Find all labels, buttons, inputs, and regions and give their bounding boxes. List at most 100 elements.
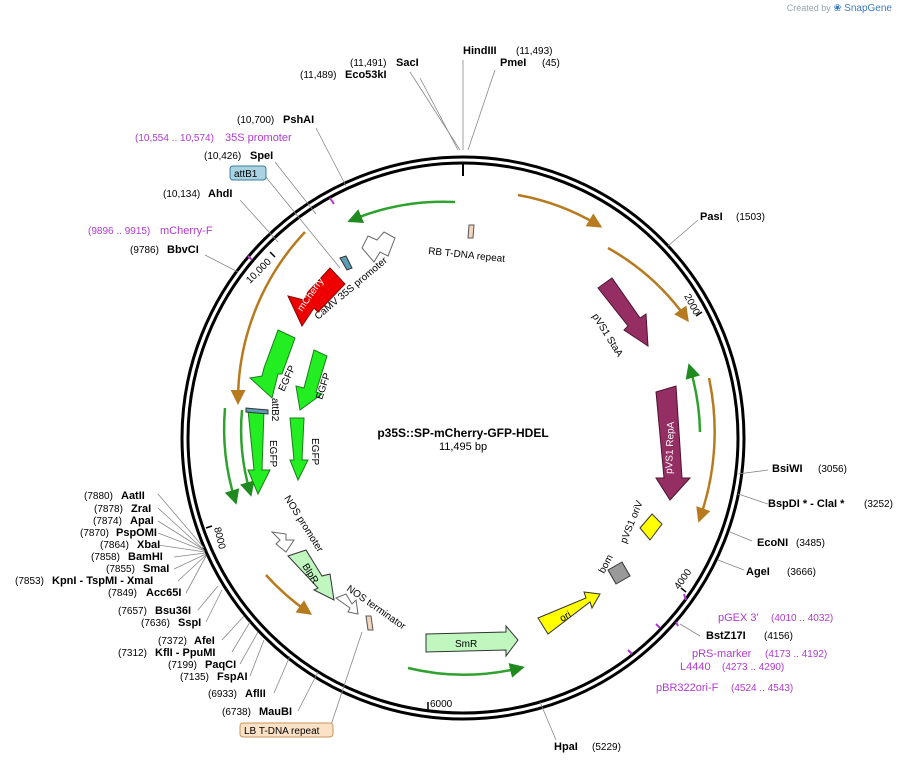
egfp-feature-1[interactable] <box>248 329 296 399</box>
tick-mark-10000 <box>269 251 276 258</box>
attb2-feature[interactable] <box>245 407 269 415</box>
primer-marks <box>247 197 687 655</box>
enzyme-name-hindIII[interactable]: HindIII <box>463 45 497 57</box>
lb-tdna-repeat-feature[interactable] <box>365 615 374 631</box>
ori-label: ori <box>558 610 573 625</box>
tick-label-8000: 8000 <box>211 526 227 551</box>
enzyme-name-acc65I[interactable]: Acc65I <box>146 587 181 599</box>
enzyme-name-pspOMI[interactable]: PspOMI <box>116 527 157 539</box>
enzyme-name-apaI[interactable]: ApaI <box>130 515 154 527</box>
rb-tdna-repeat-feature[interactable] <box>467 224 475 239</box>
egfp-feature-4[interactable] <box>289 417 309 482</box>
enzyme-name-ageI[interactable]: AgeI <box>746 566 770 578</box>
enzyme-pos-bsu36I: (7657) <box>118 606 147 617</box>
primer-name-pgex[interactable]: pGEX 3' <box>718 612 759 624</box>
enzyme-pos-apaI: (7874) <box>93 516 122 527</box>
primer-range-prs-marker: (4173 .. 4192) <box>765 649 827 660</box>
primer-mark-mcherry-f <box>247 255 253 261</box>
primer-name-mcherry-f[interactable]: mCherry-F <box>160 225 213 237</box>
enzyme-name-afeI[interactable]: AfeI <box>194 635 215 647</box>
bom-feature[interactable] <box>607 561 631 585</box>
tick-mark-2000 <box>695 311 703 317</box>
enzyme-pos-kpnI-group: (7853) <box>15 576 44 587</box>
enzyme-name-zraI[interactable]: ZraI <box>131 503 151 515</box>
backbone-outer <box>180 155 746 721</box>
attb2-feature-top[interactable] <box>339 255 353 271</box>
enzyme-name-ahdI[interactable]: AhdI <box>208 188 232 200</box>
enzyme-name-bspDI-claI[interactable]: BspDI * - ClaI * <box>768 498 845 510</box>
enzyme-name-aflII[interactable]: AflII <box>245 688 266 700</box>
nos-terminator-arrow[interactable] <box>334 593 359 615</box>
primer-name-prs-marker[interactable]: pRS-marker <box>692 648 752 660</box>
enzyme-pos-pmeI: (45) <box>542 58 560 69</box>
primer-name-35s[interactable]: 35S promoter <box>225 132 292 144</box>
ori-feature[interactable] <box>537 591 601 635</box>
backbone-inner <box>186 161 740 715</box>
enzyme-name-bsu36I[interactable]: Bsu36I <box>155 605 191 617</box>
attb1-feature-box[interactable] <box>229 165 267 181</box>
enzyme-pos-paqCI: (7199) <box>168 660 197 671</box>
enzyme-name-eco53ki[interactable]: Eco53kI <box>345 69 387 81</box>
egfp-label-4: EGFP <box>309 438 320 466</box>
lb-tdna-repeat-label: LB T-DNA repeat <box>244 726 320 737</box>
enzyme-name-smaI[interactable]: SmaI <box>143 563 169 575</box>
egfp-feature-3[interactable] <box>247 409 271 496</box>
lb-tdna-repeat-box[interactable] <box>239 722 334 738</box>
attb2-label: attB2 <box>269 398 280 422</box>
enzyme-name-speI[interactable]: SpeI <box>250 150 273 162</box>
mcherry-feature[interactable] <box>287 267 346 328</box>
enzyme-name-bbvCI[interactable]: BbvCI <box>167 244 199 256</box>
enzyme-name-bamHI[interactable]: BamHI <box>128 551 163 563</box>
nos-promoter-arrow[interactable] <box>270 531 295 553</box>
enzyme-name-bstZ17I[interactable]: BstZ17I <box>706 630 746 642</box>
orf-arc-right-orange-2 <box>696 377 716 523</box>
primer-range-35s: (10,554 .. 10,574) <box>135 133 214 144</box>
snapgene-name: SnapGene <box>844 3 892 14</box>
enzyme-name-paqCI[interactable]: PaqCI <box>205 659 236 671</box>
blpr-feature[interactable] <box>287 549 335 601</box>
primer-name-pbr322ori-f[interactable]: pBR322ori-F <box>656 682 719 694</box>
enzyme-name-sacI[interactable]: SacI <box>396 57 419 69</box>
enzyme-pos-eco53ki: (11,489) <box>300 70 337 81</box>
snapgene-branding: Created by ❀ SnapGene <box>787 3 892 14</box>
enzyme-name-hpaI[interactable]: HpaI <box>554 741 578 753</box>
tick-mark-4000 <box>680 587 687 593</box>
primer-name-l4440[interactable]: L4440 <box>680 661 711 673</box>
enzyme-name-fspAI[interactable]: FspAI <box>217 671 248 683</box>
enzyme-name-sspI[interactable]: SspI <box>178 617 201 629</box>
enzyme-pos-aflII: (6933) <box>208 689 237 700</box>
snapgene-logo-icon: ❀ <box>833 3 842 14</box>
enzyme-name-aatII[interactable]: AatII <box>121 490 145 502</box>
pvs1-repa-feature[interactable] <box>655 385 692 501</box>
enzyme-name-pshAI[interactable]: PshAI <box>283 114 314 126</box>
enzyme-name-ecoNI[interactable]: EcoNI <box>757 537 788 549</box>
primer-mark-prs <box>675 621 679 627</box>
created-by-label: Created by <box>786 3 831 13</box>
pvs1-oriv-feature[interactable] <box>639 513 663 541</box>
enzyme-name-kpnI-group[interactable]: KpnI - TspMI - XmaI <box>52 575 153 587</box>
egfp-feature-2[interactable] <box>295 349 328 411</box>
enzyme-name-xbaI[interactable]: XbaI <box>137 539 160 551</box>
enzyme-pos-bstZ17I: (4156) <box>764 631 793 642</box>
enzyme-pos-pasI: (1503) <box>736 212 765 223</box>
leader-lines <box>157 60 769 741</box>
enzyme-name-pmeI[interactable]: PmeI <box>500 57 526 69</box>
primer-mark-pbr322 <box>627 649 633 655</box>
primer-range-pgex: (4010 .. 4032) <box>771 613 833 624</box>
smr-feature[interactable] <box>425 624 519 658</box>
enzyme-name-kflI-group[interactable]: KflI - PpuMI <box>155 647 216 659</box>
enzyme-name-pasI[interactable]: PasI <box>700 211 723 223</box>
camv-35s-promoter-arrow[interactable] <box>361 231 396 263</box>
enzyme-pos-afeI: (7372) <box>158 636 187 647</box>
enzyme-pos-xbaI: (7864) <box>100 540 129 551</box>
pvs1-staa-feature[interactable] <box>597 277 649 347</box>
enzyme-name-mauBI[interactable]: MauBI <box>259 706 292 718</box>
enzyme-pos-sacI: (11,491) <box>350 58 387 69</box>
enzyme-pos-pspOMI: (7870) <box>80 528 109 539</box>
enzyme-pos-sspI: (7636) <box>141 618 170 629</box>
enzyme-name-bsiWI[interactable]: BsiWI <box>772 463 803 475</box>
primer-mark-l4440 <box>655 623 661 629</box>
primer-range-pbr322ori-f: (4524 .. 4543) <box>731 683 793 694</box>
enzyme-pos-mauBI: (6738) <box>222 707 251 718</box>
